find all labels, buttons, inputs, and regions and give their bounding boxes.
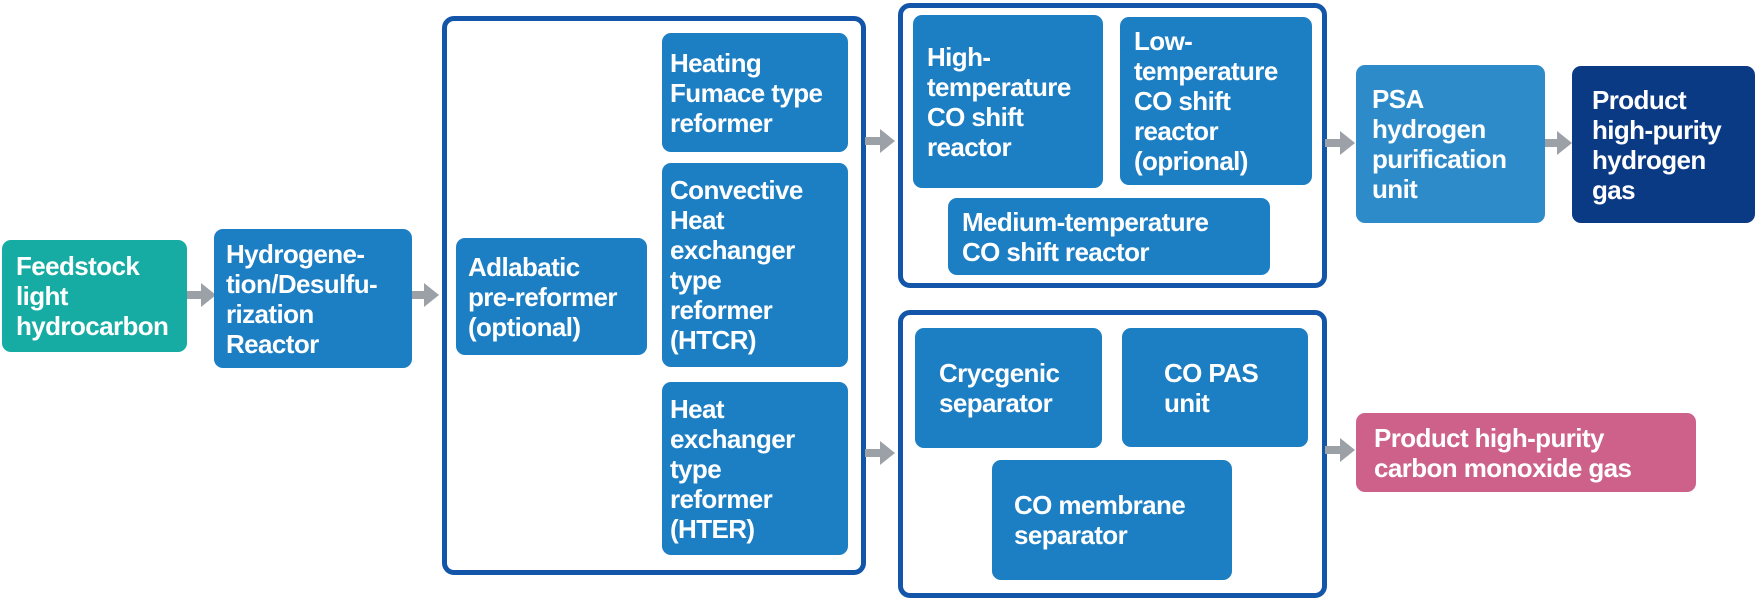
arrow-shaft (409, 291, 426, 299)
arrow-shaft (1542, 139, 1559, 147)
arrow-head-icon (880, 129, 895, 153)
node-product-high-purity-carbon-monoxide-gas: Product high-purity carbon monoxide gas (1356, 413, 1696, 492)
arrow-shaft (1325, 446, 1342, 454)
node-hydrogenation-desulfurization-reactor: Hydrogene- tion/Desulfu- rization Reacto… (214, 229, 412, 368)
arrow-shaft (1325, 139, 1342, 147)
arrow-reformers-to-co-shift (865, 129, 895, 153)
node-co-pas-unit: CO PAS unit (1122, 328, 1308, 447)
node-high-temperature-co-shift-reactor: High- temperature CO shift reactor (913, 15, 1103, 188)
node-heat-exchanger-reformer-hter: Heat exchanger type reformer (HTER) (662, 382, 848, 555)
arrow-shaft (865, 137, 882, 145)
arrow-head-icon (1340, 438, 1355, 462)
node-convective-heat-exchanger-reformer-htcr: Convective Heat exchanger type reformer … (662, 163, 848, 367)
arrow-head-icon (424, 283, 439, 307)
node-adiabatic-pre-reformer: Adlabatic pre-reformer (optional) (456, 238, 647, 355)
arrow-co-separation-to-product-co (1325, 438, 1355, 462)
node-medium-temperature-co-shift-reactor: Medium-temperature CO shift reactor (948, 198, 1270, 275)
arrow-head-icon (201, 283, 216, 307)
node-heating-furnace-type-reformer: Heating Fumace type reformer (662, 33, 848, 152)
node-cryogenic-separator: Crycgenic separator (915, 328, 1102, 448)
node-psa-hydrogen-purification-unit: PSA hydrogen purification unit (1356, 65, 1545, 223)
arrow-head-icon (1557, 131, 1572, 155)
arrow-reactor-to-reformers (409, 283, 439, 307)
node-low-temperature-co-shift-reactor: Low- temperature CO shift reactor (oprio… (1120, 17, 1312, 185)
node-co-membrane-separator: CO membrane separator (992, 460, 1232, 580)
arrow-reformers-to-co-separation (865, 441, 895, 465)
arrow-head-icon (1340, 131, 1355, 155)
arrow-psa-to-product-hydrogen (1542, 131, 1572, 155)
arrow-co-shift-to-psa (1325, 131, 1355, 155)
arrow-shaft (186, 291, 203, 299)
arrow-head-icon (880, 441, 895, 465)
arrow-feedstock-to-reactor (186, 283, 216, 307)
node-product-high-purity-hydrogen-gas: Product high-purity hydrogen gas (1572, 66, 1755, 223)
arrow-shaft (865, 449, 882, 457)
node-feedstock-light-hydrocarbon: Feedstock light hydrocarbon (2, 240, 187, 352)
